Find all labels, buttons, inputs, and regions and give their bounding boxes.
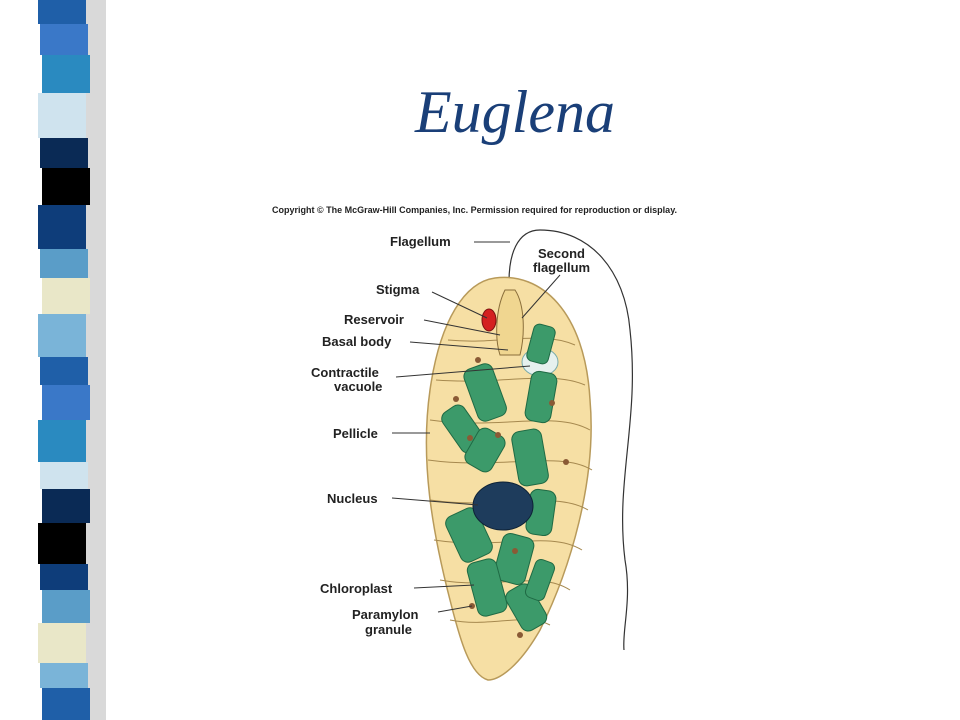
- label-chloroplast: Chloroplast: [320, 581, 393, 596]
- side-bar-stripe: [38, 314, 86, 357]
- stigma-spot: [481, 308, 497, 332]
- reservoir: [496, 289, 524, 356]
- label-nucleus: Nucleus: [327, 491, 378, 506]
- label-contractile-2: vacuole: [334, 379, 382, 394]
- side-bar-stripe: [40, 357, 88, 385]
- paramylon-granules: [453, 357, 569, 638]
- side-bar-stripe: [38, 205, 86, 249]
- decorative-side-bar: [38, 0, 106, 720]
- chloroplasts: [441, 323, 558, 632]
- label-basal-body: Basal body: [322, 334, 392, 349]
- label-paramylon-2: granule: [365, 622, 412, 637]
- side-bar-stripe: [38, 623, 86, 663]
- label-pellicle: Pellicle: [333, 426, 378, 441]
- side-bar-stripe: [42, 385, 90, 420]
- side-bar-stripe: [38, 93, 86, 138]
- flagellum-line: [508, 229, 633, 651]
- label-second-flagellum-1: Second: [538, 246, 585, 261]
- copyright-notice: Copyright © The McGraw-Hill Companies, I…: [272, 205, 678, 215]
- side-bar-stripe: [38, 420, 86, 462]
- side-bar-stripe: [40, 24, 88, 55]
- side-bar-stripe: [42, 590, 90, 623]
- label-contractile-1: Contractile: [311, 365, 379, 380]
- side-bar-stripe: [42, 168, 90, 205]
- label-stigma: Stigma: [376, 282, 420, 297]
- side-bar-stripe: [42, 55, 90, 93]
- slide-title: Euglena: [415, 79, 615, 145]
- side-bar-stripe: [38, 0, 86, 24]
- label-second-flagellum-2: flagellum: [533, 260, 590, 275]
- side-bar-stripe: [42, 278, 90, 314]
- side-bar-stripe: [40, 138, 88, 168]
- side-bar-stripe: [40, 462, 88, 489]
- side-bar-stripe: [40, 564, 88, 590]
- leader-lines: [391, 241, 561, 613]
- nucleus-body: [472, 481, 534, 531]
- label-paramylon-1: Paramylon: [352, 607, 419, 622]
- side-bar-stripe: [42, 688, 90, 720]
- label-reservoir: Reservoir: [344, 312, 404, 327]
- side-bar-stripe: [38, 523, 86, 564]
- side-bar-stripe: [40, 663, 88, 688]
- side-bar-stripe: [42, 489, 90, 523]
- side-bar-shadow: [86, 0, 106, 720]
- label-flagellum: Flagellum: [390, 234, 451, 249]
- side-bar-stripe: [40, 249, 88, 278]
